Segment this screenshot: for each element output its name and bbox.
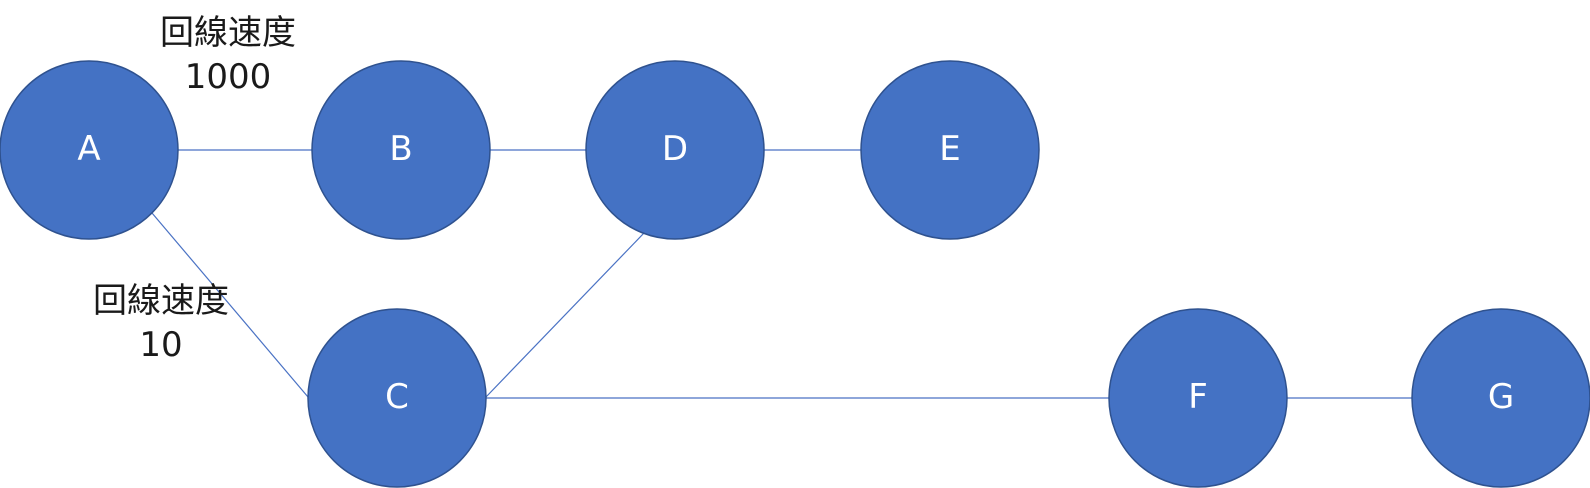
node-a: A — [0, 60, 179, 240]
edge-a-b-annotation-title: 回線速度 — [160, 13, 296, 53]
node-e-label: E — [939, 129, 960, 169]
node-g: G — [1411, 308, 1590, 488]
edge-a-b-annotation-value: 1000 — [185, 57, 272, 97]
node-d: D — [585, 60, 765, 240]
node-c-label: C — [385, 377, 409, 417]
edge-a-c — [151, 212, 309, 398]
edge-a-c-annotation-title: 回線速度 — [93, 281, 229, 321]
node-b: B — [311, 60, 491, 240]
edge-a-c-annotation-value: 10 — [139, 325, 182, 365]
node-b-label: B — [389, 129, 412, 169]
edge-a-c-annotation: 回線速度 10 — [93, 281, 229, 365]
edges — [151, 149, 1412, 399]
node-f-label: F — [1188, 377, 1208, 417]
edge-c-d — [485, 232, 645, 398]
node-g-label: G — [1488, 377, 1514, 417]
node-e: E — [860, 60, 1040, 240]
node-c: C — [307, 308, 487, 488]
node-a-label: A — [77, 129, 100, 169]
node-d-label: D — [662, 129, 688, 169]
edge-a-b-annotation: 回線速度 1000 — [160, 13, 296, 97]
node-f: F — [1108, 308, 1288, 488]
